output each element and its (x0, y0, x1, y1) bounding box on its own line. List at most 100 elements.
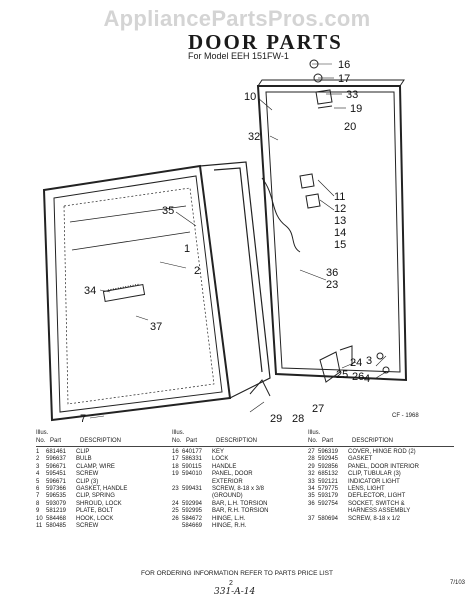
part-number-illus: 19 (172, 471, 179, 478)
part-description: CLIP, SPRING (76, 493, 115, 500)
callout-24: 24 (350, 357, 362, 369)
callout-36: 36 (326, 267, 338, 279)
callout-labels: 16 17 33 10 19 32 20 11 12 13 14 15 35 1… (80, 59, 372, 425)
part-description: PANEL, DOOR (212, 471, 253, 478)
part-description: SCREW, 8-18 x 1/2 (348, 515, 401, 522)
part-number: 599431 (182, 485, 203, 492)
part-number-illus: 28 (308, 456, 315, 463)
part-number: 580694 (318, 515, 339, 522)
part-number-illus: 6 (36, 485, 40, 492)
part-number-illus: 1 (36, 449, 40, 455)
callout-26: 26 (352, 371, 364, 383)
part-number: 640177 (182, 449, 203, 455)
part-number: 685132 (318, 471, 339, 478)
part-description: SCREW (76, 522, 99, 529)
part-number-illus: 32 (308, 471, 315, 478)
lock-assembly (309, 59, 333, 109)
part-number-illus: 5 (36, 478, 40, 485)
part-description: CLAMP, WIRE (76, 463, 115, 470)
part-description: HARNESS ASSEMBLY (348, 508, 411, 515)
door-panel-interior (42, 164, 232, 422)
part-description: DEFLECTOR, LIGHT (348, 493, 406, 500)
parts-header: Illus. No. Part DESCRIPTION (172, 430, 308, 447)
callout-15: 15 (334, 239, 346, 251)
part-number: 581219 (46, 508, 67, 515)
part-number-illus: 10 (36, 515, 43, 522)
part-number-illus: 3 (36, 463, 40, 470)
model-subtitle: For Model EEH 151FW-1 (188, 51, 289, 61)
door-panel-exterior (256, 79, 408, 382)
part-description: LENS, LIGHT (348, 485, 385, 492)
callout-33: 33 (346, 89, 358, 101)
part-number: 586331 (182, 456, 203, 463)
part-description: KEY (212, 449, 225, 455)
part-description: SCREW (76, 471, 99, 478)
part-number-illus: 8 (36, 500, 40, 507)
part-number-illus: 16 (172, 449, 179, 455)
part-description: COVER, HINGE ROD (2) (348, 449, 416, 455)
part-number-illus: 29 (308, 463, 315, 470)
door-exploded-diagram: 16 17 33 10 19 32 20 11 12 13 14 15 35 1… (42, 59, 408, 425)
part-description: HANDLE (212, 463, 237, 470)
callout-2: 2 (194, 265, 200, 277)
callout-32: 32 (248, 131, 260, 143)
part-number-illus: 18 (172, 463, 179, 470)
part-number: 596671 (46, 478, 67, 485)
part-description: PLATE, BOLT (76, 508, 114, 515)
switch-harness (261, 173, 321, 253)
part-number-illus: 36 (308, 500, 315, 507)
part-description: LOCK (212, 456, 229, 463)
part-description: CLIP (76, 449, 90, 455)
watermark: AppliancePartsPros.com (103, 6, 371, 31)
callout-1: 1 (184, 243, 190, 255)
part-description: (GROUND) (212, 493, 243, 500)
callout-25: 25 (336, 369, 348, 381)
page-title: DOOR PARTS (188, 30, 343, 54)
part-number-illus: 11 (36, 522, 43, 529)
part-number: 592856 (318, 463, 339, 470)
callout-11: 11 (334, 191, 345, 203)
part-description: GASKET, HANDLE (76, 485, 128, 492)
part-number: 584669 (182, 522, 203, 529)
part-description: INDICATOR LIGHT (348, 478, 400, 485)
callout-4: 4 (364, 373, 370, 385)
page-code: 7/103 (450, 580, 466, 586)
handwritten-note: 331-A-14 (214, 587, 256, 597)
part-number: 584468 (46, 515, 67, 522)
parts-header: Illus. No. Part DESCRIPTION (36, 430, 172, 447)
callout-10: 10 (244, 91, 256, 103)
part-description: CLIP (3) (76, 478, 99, 485)
part-number-illus: 24 (172, 500, 179, 507)
callout-14: 14 (334, 227, 346, 239)
part-number-illus: 23 (172, 485, 179, 492)
part-number-illus: 33 (308, 478, 315, 485)
part-number: 592995 (182, 508, 203, 515)
part-number: 592994 (182, 500, 203, 507)
parts-header: Illus. No. Part DESCRIPTION (308, 430, 454, 447)
part-number-illus: 9 (36, 508, 40, 515)
part-description: BULB (76, 456, 92, 463)
table-row: 9 581219 PLATE, BOLT (36, 508, 172, 515)
part-number: 592121 (318, 478, 339, 485)
part-number: 596535 (46, 493, 67, 500)
part-number: 590115 (182, 463, 202, 470)
